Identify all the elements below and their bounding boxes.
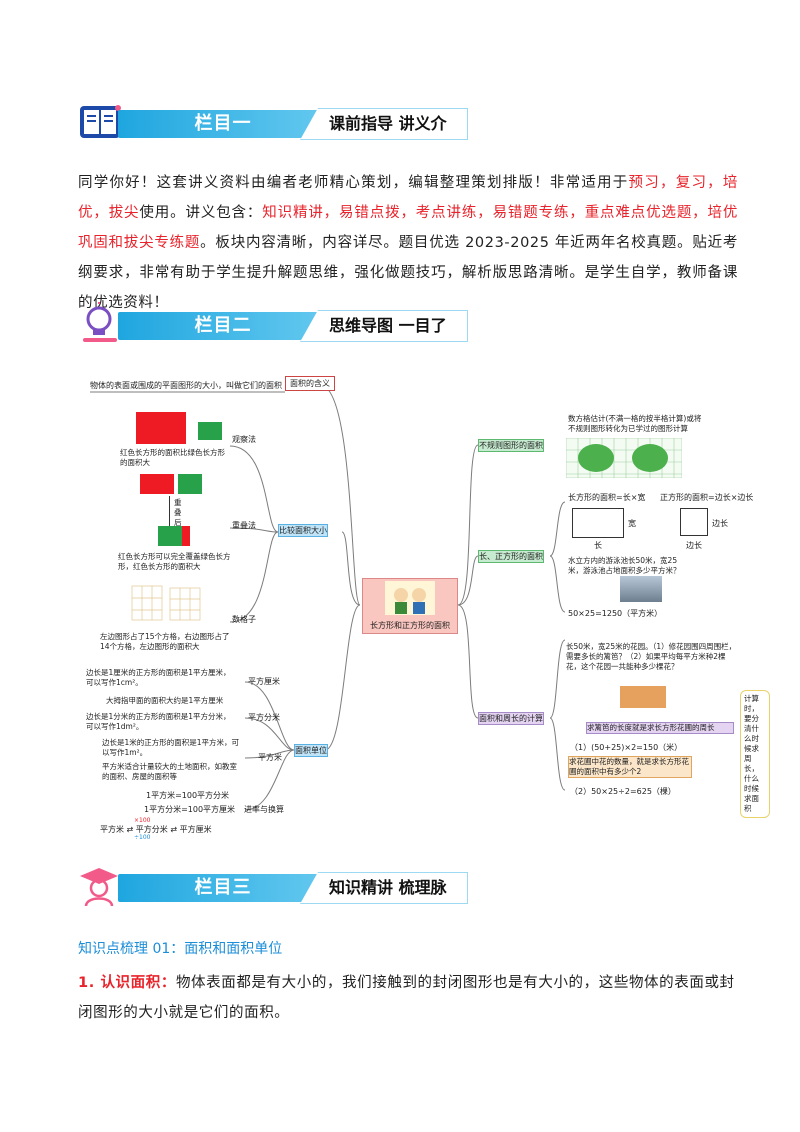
unit-m2: 平方米 [258,753,282,762]
mind-map: 长方形和正方形的面积 物体的表面或围成的平面图形的大小，叫做它们的面积 面积的含… [80,360,780,841]
hint-perimeter: 求篱笆的长度就是求长方形花圃的周长 [586,722,734,734]
banner-tag: 栏目二 [194,315,252,336]
square-formula: 正方形的面积=边长×边长 [660,493,754,502]
knowledge-point-title: 知识点梳理 01：面积和面积单位 [78,941,283,957]
answer-2: （2）50×25÷2=625（棵） [570,787,676,796]
red-rectangle-2 [140,474,174,494]
banner-tag: 栏目三 [194,877,252,898]
overlap-label: 重叠后 [174,498,182,527]
m2-note: 边长是1米的正方形的面积是1平方米，可以写作1m²。 [102,738,240,757]
square-side-2: 边长 [686,541,702,550]
square-side-1: 边长 [712,519,728,528]
book-icon [80,105,121,138]
conv-divide: ÷100 [134,834,151,841]
intro-paragraph: 同学你好！这套讲义资料由编者老师精心策划，编辑整理策划排版！非常适用于预习，复习… [78,168,738,318]
pool-question: 水立方内的游泳池长50米，宽25米，游泳池占地面积多少平方米？ [568,556,681,575]
overlap-note: 红色长方形可以完全覆盖绿色长方形，红色长方形的面积大 [118,552,231,571]
irregular-node: 不规则图形的面积 [478,439,544,452]
center-label: 长方形和正方形的面积 [370,621,450,630]
lightbulb-icon [83,302,117,342]
pool-answer: 50×25=1250（平方米） [568,609,663,618]
side-tip: 计算时，要分清什么时候求周长，什么时候求面积 [740,690,770,818]
rectangle-shape [572,508,624,538]
answer-1: （1）(50+25)×2=150（米） [570,743,683,752]
unit-dm2: 平方分米 [248,713,280,722]
units-node: 面积单位 [294,744,328,757]
knowledge-point-text: 1. 认识面积：物体表面都是有大小的，我们接触到的封闭图形也是有大小的，这些物体… [78,968,738,1028]
banner-subtitle: 知识精讲 梳理脉络 [300,872,468,904]
arrow-line [169,496,170,526]
conv-2: 1平方分米=100平方厘米 [144,805,236,814]
intro-segment: 知识精讲，易错点拨，考点讲练，易错题专练，重点难点优选题，培优巩固和拔尖专练题 [78,205,738,251]
banner-subtitle: 课前指导 讲义介绍 [300,108,468,140]
conv-1: 1平方米=100平方分米 [146,791,230,800]
application-node: 面积和周长的计算 [478,712,544,725]
section-banner-2: 栏目二 思维导图 一目了然 [78,302,468,346]
banner-tag: 栏目一 [194,113,252,134]
hint-area: 求花圃中花的数量，就是求长方形花圃的面积中有多少个2 [568,756,692,778]
thumbnail-note: 大拇指甲面的面积大约是1平方厘米 [106,696,224,705]
unit-cm2: 平方厘米 [248,677,280,686]
count-note: 左边图形占了15个方格，右边图形占了14个方格，左边图形的面积大 [100,632,230,651]
grid-shapes-icon [131,585,201,621]
pool-photo [620,576,662,602]
garden-question: 长50米，宽25米的花园。（1）修花园围四周围栏，需要多长的篱笆？（2）如果平均… [566,642,737,671]
overlap-red [182,526,190,546]
method-count: 数格子 [232,615,256,624]
irregular-note: 数方格估计(不满一格的按半格计算)或将不规则图形转化为已学过的图形计算 [568,414,702,433]
definition-text: 物体的表面或围成的平面图形的大小，叫做它们的面积 [90,381,282,390]
m2-usage-note: 平方米适合计量较大的土地面积，如教室的面积、房屋的面积等 [102,762,237,781]
red-rectangle [136,412,186,444]
green-rectangle-2 [178,474,202,494]
observe-note: 红色长方形的面积比绿色长方形的面积大 [120,448,225,467]
intro-segment: 使用。讲义包含： [139,205,263,221]
section-banner-3: 栏目三 知识精讲 梳理脉络 [78,864,468,908]
formula-node: 长、正方形的面积 [478,550,544,563]
leaf-grid-icon [566,438,682,478]
square-shape [680,508,708,536]
graduate-icon [80,868,118,907]
intro-segment: 预习，复习，培优，拔尖 [78,175,739,221]
dm2-note: 边长是1分米的正方形的面积是1平方分米，可以写作1dm²。 [86,712,231,731]
conv-multiply: ×100 [134,817,151,824]
garden-photo [620,686,666,708]
rect-formula: 长方形的面积=长×宽 [568,493,646,502]
knowledge-point-body: 物体表面都是有大小的，我们接触到的封闭图形也是有大小的，这些物体的表面或封闭图形… [78,975,735,1021]
knowledge-point-lead: 1. 认识面积： [78,975,176,991]
rect-length: 长 [594,541,602,550]
method-observe: 观察法 [232,435,256,444]
method-overlap: 重叠法 [232,521,256,530]
rect-width: 宽 [628,519,636,528]
green-rectangle [198,422,222,440]
conv-chain: 平方米 ⇄ 平方分米 ⇄ 平方厘米 [100,825,212,834]
section-banner-1: 栏目一 课前指导 讲义介绍 [78,100,468,144]
intro-segment: 同学你好！这套讲义资料由编者老师精心策划，编辑整理策划排版！非常适用于 [78,175,629,191]
definition-node: 面积的含义 [285,376,335,391]
unit-conversion: 进率与换算 [244,805,284,814]
students-illustration-icon [385,581,435,615]
mind-map-connectors [90,384,566,811]
mind-map-center: 长方形和正方形的面积 [362,578,458,634]
banner-subtitle: 思维导图 一目了然 [300,310,468,342]
cm2-note: 边长是1厘米的正方形的面积是1平方厘米，可以写作1cm²。 [86,668,231,687]
overlap-green [158,526,182,546]
compare-node: 比较面积大小 [278,524,328,537]
